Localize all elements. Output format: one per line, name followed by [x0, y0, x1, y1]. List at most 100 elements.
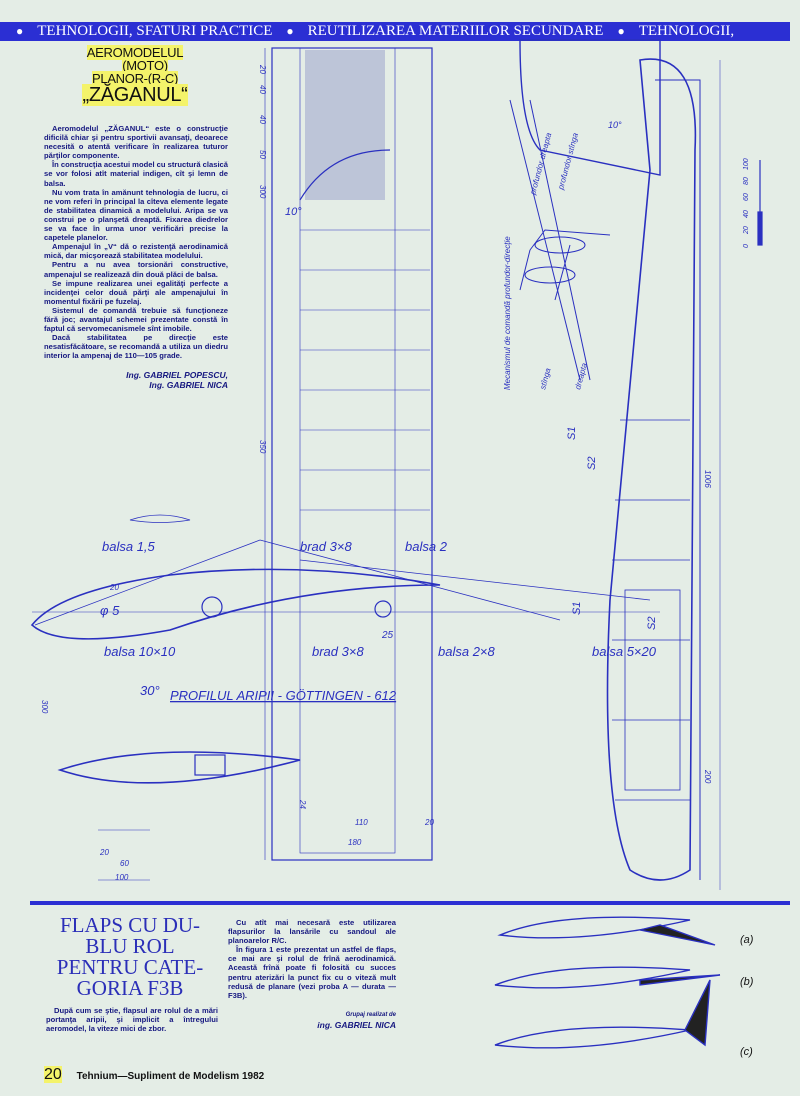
label: balsa 5×20 — [592, 644, 657, 659]
dimension: 20 — [424, 818, 434, 827]
wing-plan — [98, 47, 433, 881]
dimension: 40 — [258, 115, 267, 124]
paragraph: Dacă stabilitatea pe direcţie este nesat… — [44, 333, 228, 361]
label: S2 — [586, 457, 598, 470]
tail-fin — [519, 39, 661, 176]
label: profundor stînga — [556, 131, 580, 191]
page-footer: 20 Tehnium—Supliment de Modelism 1982 — [44, 1066, 264, 1084]
label: S1 — [571, 602, 583, 615]
dimension: 20 — [109, 583, 119, 592]
figure-label: (a) — [740, 934, 754, 946]
label: profundor dreapta — [528, 131, 554, 196]
scale-tick: 20 — [743, 226, 750, 235]
header-item: REUTILIZAREA MATERIILOR SECUNDARE — [307, 23, 604, 39]
label: φ 5 — [100, 603, 120, 618]
header-item: TEHNOLOGII, — [638, 23, 735, 39]
dimension: 200 — [703, 769, 712, 784]
wing-profile — [30, 514, 660, 784]
dimension: 24 — [298, 799, 307, 809]
dimension: 350 — [258, 440, 267, 454]
label: stînga — [538, 367, 552, 391]
dimension: 100 — [115, 873, 129, 882]
label: 10° — [285, 206, 302, 218]
header-item: TEHNOLOGII, SFATURI PRACTICE — [37, 23, 273, 39]
publication-name: Tehnium—Supliment de Modelism 1982 — [76, 1071, 265, 1082]
flaps-title: FLAPS CU DU- BLU ROL PENTRU CATE- GORIA … — [40, 915, 220, 999]
label: 10° — [608, 120, 622, 130]
paragraph: Nu vom trata în amănunt tehnologia de lu… — [44, 187, 228, 243]
title-line: AEROMODELUL — [86, 45, 184, 60]
paragraph: Se impune realizarea unei egalităţi perf… — [44, 278, 228, 306]
title-line: PENTRU CATE- — [56, 955, 204, 979]
flap-c — [684, 979, 711, 1047]
figure-label: (b) — [740, 976, 754, 988]
title-line: BLU ROL — [85, 934, 175, 958]
label: brad 3×8 — [312, 644, 364, 659]
control-mechanism — [509, 99, 611, 381]
article-title: AEROMODELUL (MOTO) PLANOR-(R-C) „ZĂGANUL… — [50, 45, 220, 106]
paragraph: Sistemul de comandă trebuie să funcţione… — [44, 305, 228, 334]
label: balsa 2 — [405, 539, 448, 554]
figure-label: (c) — [740, 1046, 753, 1058]
label: S2 — [646, 617, 658, 630]
label: brad 3×8 — [300, 539, 352, 554]
wing-tip-hatch — [305, 50, 385, 200]
label: balsa 2×8 — [438, 644, 496, 659]
label: 30° — [140, 683, 160, 698]
scale-tick: 40 — [743, 210, 750, 218]
scale-tick: 100 — [743, 158, 750, 170]
dimension: 60 — [120, 859, 129, 868]
author: ing. GABRIEL NICA — [317, 1019, 396, 1030]
scale-tick: 80 — [743, 177, 750, 185]
credit-text: Grupaj realizat de — [345, 1011, 396, 1018]
dimension: 20 — [99, 848, 109, 857]
dimension: 300 — [258, 185, 267, 199]
label: S1 — [566, 427, 578, 440]
scale-tick: 60 — [743, 193, 750, 201]
flaps-body: Cu atît mai necesară este utilizarea fla… — [228, 918, 396, 1030]
title-line: „ZĂGANUL“ — [82, 84, 188, 106]
profile-label: PROFILUL ARIPII - GÖTTINGEN - 612 — [170, 688, 397, 703]
paragraph: În construcţia acestui model cu structur… — [44, 160, 228, 188]
paragraph: Aeromodelul „ZĂGANUL“ este o construcţie… — [44, 124, 228, 161]
bullet-icon: ● — [16, 24, 24, 38]
flap-figures — [494, 916, 721, 1049]
scale-tick: 0 — [743, 244, 750, 248]
paragraph: După cum se ştie, flapsul are rolul de a… — [46, 1006, 218, 1034]
scale-bar — [757, 160, 763, 246]
label: 25 — [381, 630, 394, 641]
label: balsa 10×10 — [104, 644, 176, 659]
title-line: GORIA F3B — [76, 976, 184, 1000]
dimension: 40 — [258, 85, 267, 94]
label: balsa 1,5 — [102, 539, 156, 554]
paragraph: Ampenajul în „V“ dă o rezistenţă aerodin… — [44, 242, 228, 261]
dimension: 110 — [355, 818, 368, 827]
bullet-icon: ● — [286, 24, 294, 38]
flap-a — [639, 924, 716, 946]
author: Ing. GABRIEL POPESCU, — [126, 370, 228, 381]
dimension: 180 — [348, 838, 362, 847]
authors: Ing. GABRIEL POPESCU, Ing. GABRIEL NICA — [44, 370, 228, 390]
bullet-icon: ● — [617, 24, 625, 38]
title-line: FLAPS CU DU- — [59, 913, 201, 937]
page-number: 20 — [44, 1066, 62, 1083]
dimension: 50 — [258, 150, 267, 159]
author: Ing. GABRIEL NICA — [149, 380, 228, 391]
fuselage-side-view — [519, 39, 721, 890]
credit: Grupaj realizat de ing. GABRIEL NICA — [228, 1010, 396, 1030]
section-header-band: ● TEHNOLOGII, SFATURI PRACTICE ● REUTILI… — [0, 22, 790, 41]
paragraph: Cu atît mai necesară este utilizarea fla… — [228, 918, 396, 946]
dimension: 20 — [258, 64, 267, 74]
dimension: 300 — [40, 700, 49, 714]
title-line: (MOTO) — [122, 58, 168, 73]
paragraph: În figura 1 este prezentat un astfel de … — [228, 945, 396, 1000]
flap-b — [639, 974, 721, 986]
article-body: Aeromodelul „ZĂGANUL“ este o construcţie… — [44, 124, 228, 390]
flaps-intro: După cum se ştie, flapsul are rolul de a… — [46, 1006, 218, 1033]
dimension: 1006 — [703, 470, 712, 488]
label: dreapta — [573, 361, 589, 390]
mechanism-title: Mecanismul de comandă profundor-direcţie — [503, 236, 512, 390]
title-line: PLANOR-(R-C) — [92, 71, 178, 86]
paragraph: Pentru a nu avea torsionări constructive… — [44, 260, 228, 279]
